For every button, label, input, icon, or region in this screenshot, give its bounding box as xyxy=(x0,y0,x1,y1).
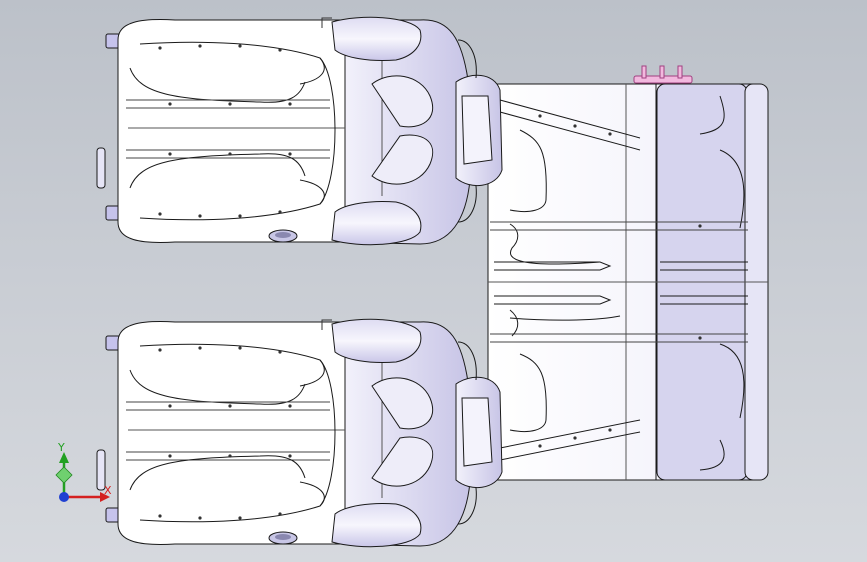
x-axis-label: X xyxy=(104,484,112,497)
bench-handle-bracket xyxy=(633,65,693,84)
y-axis-label: Y xyxy=(57,441,65,454)
coordinate-triad: X Y xyxy=(55,441,112,502)
front-seat-upper xyxy=(96,16,503,246)
z-axis-dot xyxy=(59,492,69,502)
rear-bench-seat xyxy=(487,65,769,481)
front-seat-lower xyxy=(96,318,503,548)
